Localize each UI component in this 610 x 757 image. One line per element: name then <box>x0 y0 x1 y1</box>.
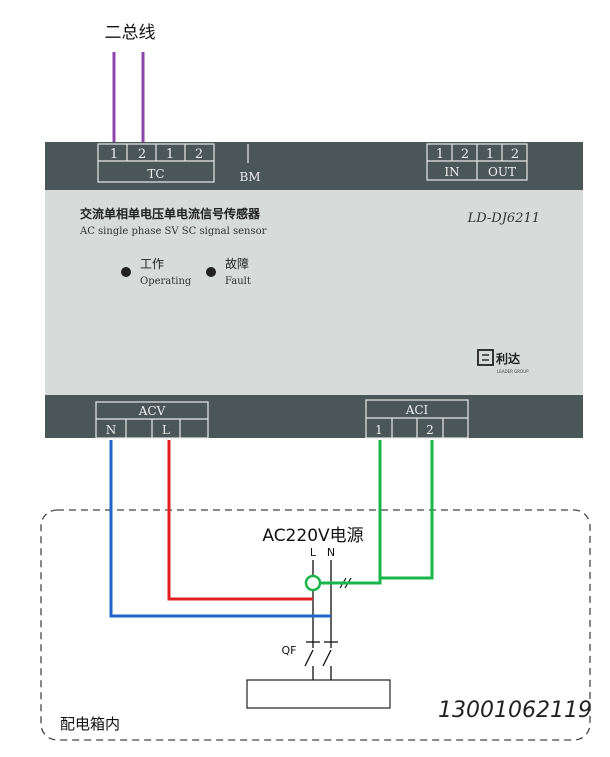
tc-terminal-1: 1 <box>110 147 118 162</box>
out-terminal-2: 2 <box>511 147 519 162</box>
acv-l-terminal: L <box>162 423 170 437</box>
operating-label-cn: 工作 <box>140 257 164 271</box>
l-wire <box>167 440 313 601</box>
acv-label: ACV <box>138 404 166 418</box>
in-out-terminal-block: 1 2 1 2 IN OUT <box>426 143 528 181</box>
fault-label-cn: 故障 <box>225 256 249 271</box>
n-phase-label: N <box>327 546 335 559</box>
ct-wire-1 <box>320 440 382 585</box>
tc-terminal-block: 1 2 1 2 TC <box>97 143 215 183</box>
tc-terminal-4: 2 <box>195 147 203 162</box>
device-body <box>45 142 583 438</box>
brand-sub: LEADER GROUP <box>497 369 529 374</box>
brand-logo: 利达 LEADER GROUP <box>477 349 529 374</box>
load-box <box>246 679 391 709</box>
distribution-box <box>40 509 591 741</box>
in-terminal-2: 2 <box>461 147 469 162</box>
brand-name: 利达 <box>496 351 520 366</box>
source-label: AC220V电源 <box>262 526 363 546</box>
in-terminal-1: 1 <box>436 147 444 162</box>
out-label: OUT <box>488 165 516 179</box>
ct-wire-2 <box>380 440 434 580</box>
tc-label: TC <box>147 167 164 181</box>
phone-number: 13001062119 <box>438 698 592 723</box>
bus-label: 二总线 <box>105 23 156 43</box>
box-label: 配电箱内 <box>60 715 120 733</box>
operating-label-en: Operating <box>140 276 192 287</box>
n-wire <box>109 440 331 618</box>
aci-terminal-block: ACI 1 2 <box>365 399 469 439</box>
model-number: LD-DJ6211 <box>467 211 540 226</box>
breaker-label: QF <box>282 644 297 657</box>
device-title-cn: 交流单相单电压单电流信号传感器 <box>80 206 261 221</box>
aci-terminal-1: 1 <box>375 423 383 437</box>
out-terminal-1: 1 <box>486 147 494 162</box>
in-label: IN <box>444 165 459 179</box>
bm-label: BM <box>239 170 260 184</box>
tc-terminal-2: 2 <box>138 147 146 162</box>
l-phase-label: L <box>310 546 317 559</box>
device-title-en: AC single phase SV SC signal sensor <box>79 226 267 237</box>
acv-terminal-block: ACV N L <box>95 401 209 439</box>
acv-n-terminal: N <box>106 423 117 437</box>
breaker-qf: QF <box>282 641 338 680</box>
aci-label: ACI <box>405 403 429 417</box>
current-transformer <box>304 574 322 592</box>
aci-terminal-2: 2 <box>426 423 434 437</box>
fault-led <box>206 267 216 277</box>
fault-label-en: Fault <box>225 276 251 287</box>
operating-led <box>121 267 131 277</box>
brand-icon <box>477 349 494 366</box>
sensor-device: 1 2 1 2 TC BM 1 2 1 2 IN OUT 交流单相单电压单电流信… <box>45 142 583 439</box>
tc-terminal-3: 1 <box>166 147 174 162</box>
